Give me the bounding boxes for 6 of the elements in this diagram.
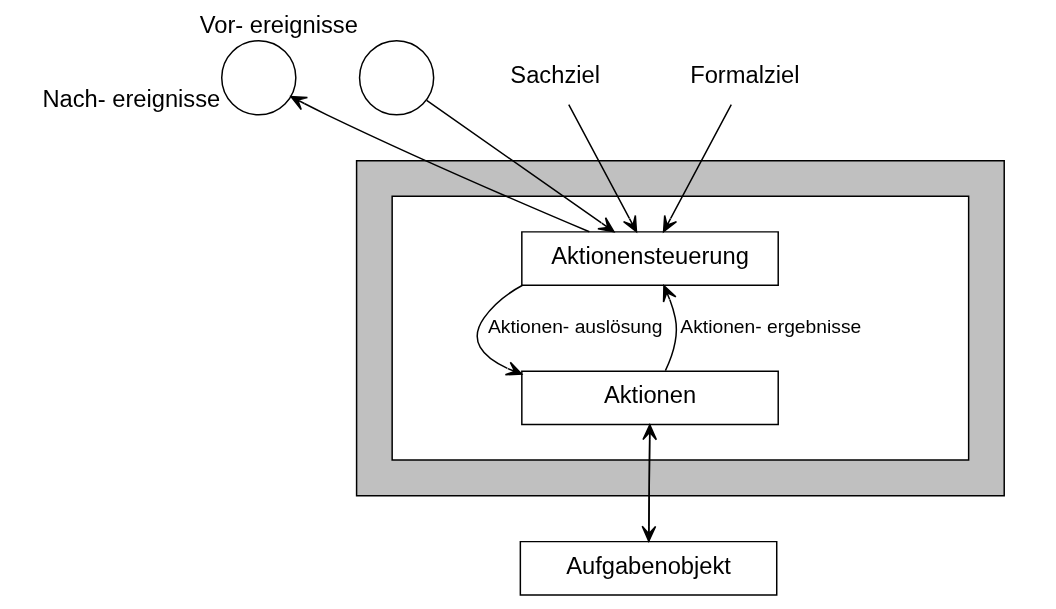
node-label: Nach- ereignisse xyxy=(41,86,220,113)
edge-label: Aktionen- ergebnisse xyxy=(679,316,861,338)
node-text: Sachziel xyxy=(509,62,600,89)
edge-label: Aktionen- auslösung xyxy=(487,316,662,338)
node-label: Vor- ereignisse xyxy=(199,12,358,38)
node-text: Formalziel xyxy=(689,62,800,89)
